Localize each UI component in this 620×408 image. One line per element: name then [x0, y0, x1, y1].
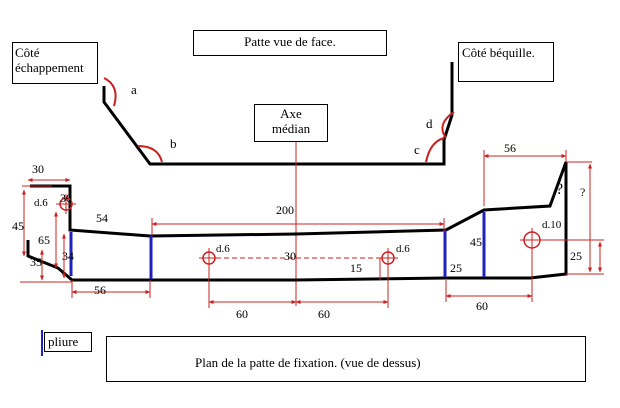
angle-arc-a [103, 77, 117, 107]
angle-label-c: c [414, 142, 420, 157]
dim-54: 54 [96, 211, 108, 225]
dim-d6-center-left: d.6 [216, 243, 230, 255]
top-view-plan-box: Plan de la patte de fixation. (vue de de… [106, 336, 586, 382]
median-axis-box: Axe médian [254, 104, 328, 142]
dim-65: 65 [38, 233, 50, 247]
dim-200: 200 [276, 203, 294, 217]
dim-25-right-inner: 25 [450, 261, 462, 275]
front-view-outline [102, 62, 454, 166]
dim-d6-center-right: d.6 [396, 243, 410, 255]
angle-label-d: d [426, 116, 433, 131]
dim-30-left-upper: 30 [60, 191, 72, 205]
top-view-plan-title: Plan de la patte de fixation. (vue de de… [195, 355, 421, 370]
dim-25-right-outer: 25 [570, 249, 582, 263]
front-view-title-box: Patte vue de face. [193, 30, 387, 56]
angle-label-b: b [170, 136, 177, 151]
stand-side-label: Côté béquille. [462, 45, 535, 60]
angle-arc-d [441, 111, 455, 139]
dim-35: 35 [30, 255, 42, 269]
top-view-outline [26, 161, 568, 282]
dim-56-top-right: 56 [504, 141, 516, 155]
median-axis-label-line2: médian [271, 121, 311, 136]
dim-60-left: 60 [236, 307, 248, 321]
exhaust-side-box: Côté échappement [12, 42, 98, 84]
dim-15: 15 [350, 261, 362, 275]
angle-arc-b [137, 145, 163, 163]
dim-d6-left: d.6 [34, 197, 48, 209]
front-view-title: Patte vue de face. [244, 34, 336, 49]
exhaust-side-label-line2: échappement [15, 60, 84, 75]
stand-side-box: Côté béquille. [458, 42, 554, 82]
fold-legend-box: pliure [44, 332, 92, 352]
dim-45-right: 45 [470, 235, 482, 249]
dim-question-outer: ? [580, 185, 585, 199]
dim-56-bottom-left: 56 [94, 283, 106, 297]
dim-45-left: 45 [12, 219, 24, 233]
dim-60-center: 60 [318, 307, 330, 321]
dim-60-right: 60 [476, 299, 488, 313]
hole-right [520, 228, 544, 252]
dim-30-center: 30 [284, 249, 296, 263]
exhaust-side-label-line1: Côté [15, 45, 40, 60]
fold-legend-label: pliure [48, 334, 79, 349]
dim-30-top-left: 30 [32, 162, 44, 176]
median-axis-label-line1: Axe [280, 106, 302, 121]
angle-label-a: a [131, 82, 137, 97]
hole-left [56, 194, 76, 214]
dim-d10: d.10 [542, 219, 562, 231]
dim-34: 34 [62, 249, 74, 263]
angle-arc-c [425, 137, 445, 163]
dim-question-inner: ? [556, 181, 563, 198]
